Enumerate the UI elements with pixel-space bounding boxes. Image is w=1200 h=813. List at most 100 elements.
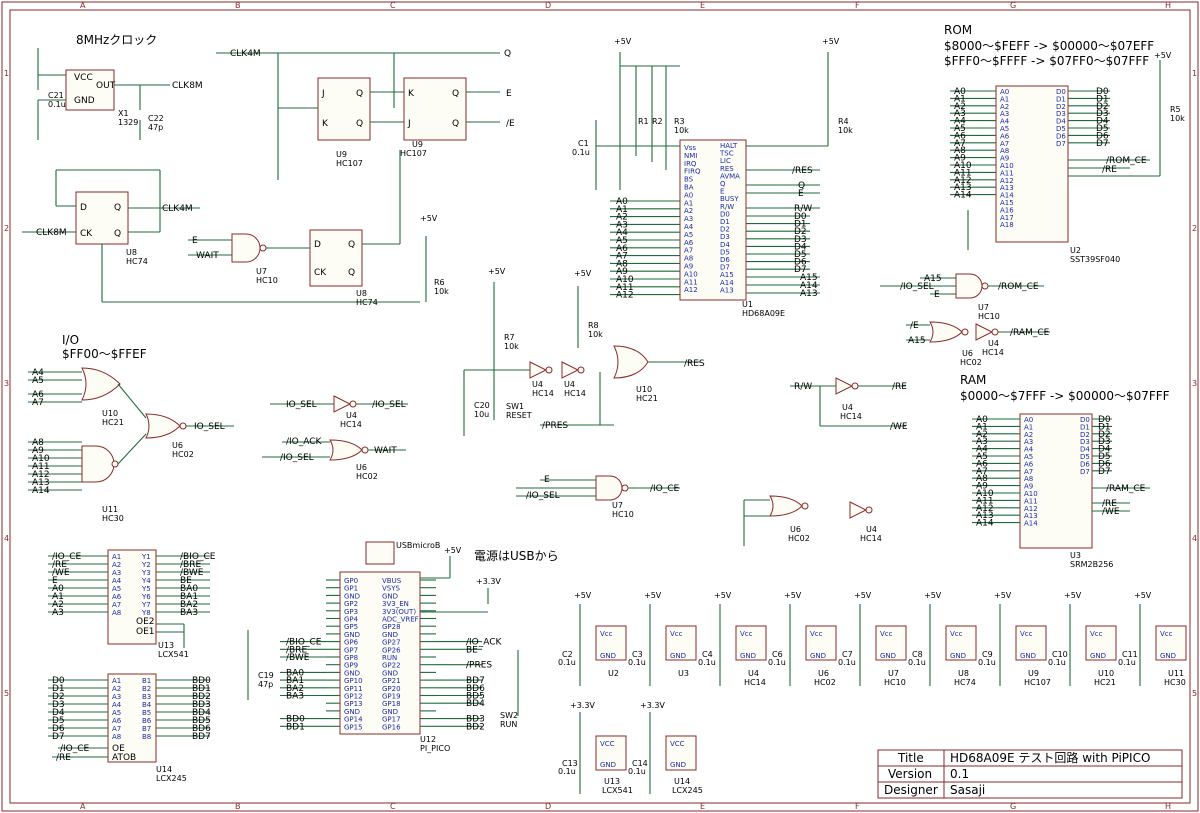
pico-net-l-13: BA1 (286, 676, 304, 686)
pico-pin-l-15: GP12 (344, 693, 363, 701)
net-res-cpu: /RES (792, 166, 813, 176)
svg-text:D: D (314, 240, 321, 250)
io-addr-A12: A12 (32, 470, 50, 480)
ram-addr-A5: A5 (976, 452, 988, 462)
rom-addr-A9: A9 (954, 154, 966, 164)
pico-pin-r-9: GP26 (382, 646, 401, 654)
r6-power: +5V (420, 214, 438, 223)
u13-pin-y3: Y3 (141, 569, 151, 577)
rom-data-D3: D3 (1096, 109, 1109, 119)
frame-col-bottom-G: G (1010, 802, 1016, 811)
cpu-pin-r-d0: D0 (720, 210, 730, 218)
net-wait-u7: WAIT (196, 251, 219, 261)
cpu-u1: HD68A09E U1 (679, 139, 785, 318)
svg-text:Q: Q (114, 203, 121, 213)
u13-out-3: BE (180, 576, 192, 586)
u10-and-gate-reset: U10 HC21 (613, 345, 658, 403)
dc-vcc-U11: Vcc (1160, 630, 1173, 638)
svg-text:U4: U4 (842, 403, 853, 412)
pico-net-labels: /BIO_CE/BRE/BWEBA0BA1BA2BA3BD0BD1/IO_ACK… (280, 638, 503, 732)
net-io-sel-b: /IO_SEL (372, 400, 406, 410)
u14-pin-a1: A1 (112, 677, 121, 685)
net-we-ram: /WE (1102, 507, 1120, 517)
dc-val-C4: 0.1u (698, 658, 716, 667)
cpu-pin-r-d5: D5 (720, 248, 730, 256)
c1-value: 0.1u (572, 148, 590, 157)
u13-pin-a5: A5 (112, 585, 121, 593)
r6-ref: R6 (434, 278, 445, 287)
cpu-pin-r-avma: AVMA (720, 172, 740, 180)
frame-row-4: 4 (4, 534, 9, 543)
dc-power-U10: +5V (1064, 591, 1082, 600)
u14-pin-a4: A4 (112, 701, 122, 709)
dc-vcc-U2: Vcc (600, 630, 613, 638)
io-addr-A7: A7 (32, 398, 44, 408)
cpu-power: +5V (614, 37, 632, 46)
pico-pin-l-6: GP5 (344, 623, 358, 631)
net-e-u7b: E (544, 475, 550, 485)
u13-pin-y8: Y8 (141, 609, 151, 617)
dc-cap-C6: C6 (772, 650, 783, 659)
rom-pin-d3: D3 (1056, 110, 1066, 118)
r6-value: 10k (434, 287, 449, 296)
ram-addr-A1: A1 (976, 422, 988, 432)
decoupling-capacitors: +5VVccGNDC20.1uU2+5VVccGNDC30.1uU3+5VVcc… (558, 591, 1187, 687)
dc-vcc-U10: Vcc (1090, 630, 1103, 638)
u14-in-D2: D2 (52, 692, 65, 702)
ram-pin-d1: D1 (1080, 423, 1090, 431)
net-io-ack-u6: /IO_ACK (286, 437, 323, 447)
svg-text:HC107: HC107 (336, 159, 363, 168)
u10-and-gate-io: U10 HC21 (81, 367, 124, 427)
svg-text:U10: U10 (636, 385, 652, 394)
svg-text:U7: U7 (256, 267, 267, 276)
dc-power-U2: +5V (574, 591, 592, 600)
rom-data-D7: D7 (1096, 139, 1109, 149)
ram-pin-a4: A4 (1024, 446, 1034, 454)
pico-pin-r-5: ADC_VREF (382, 616, 419, 624)
pico-pin-r-19: GP16 (382, 723, 401, 731)
cpu-pin-r-halt: HALT (720, 142, 738, 150)
pico-pin-r-11: GP22 (382, 662, 401, 670)
svg-text:HD68A09E: HD68A09E (742, 309, 785, 318)
sw1-ref: SW1 (506, 402, 524, 411)
pico-net-r-11: /PRES (466, 661, 492, 671)
sw1-value: RESET (506, 411, 532, 420)
c21-ref: C21 (48, 91, 64, 100)
svg-text:D: D (80, 203, 87, 213)
frame-col-A: A (80, 1, 86, 10)
svg-text:1329: 1329 (118, 118, 138, 127)
net-wait-u6: WAIT (374, 446, 397, 456)
dc-val-C7: 0.1u (838, 658, 856, 667)
dc-ref-U11: U11 (1168, 669, 1184, 678)
dc33-vcc-U14: VCC (670, 740, 685, 748)
sheet-inner-border (9, 9, 1191, 804)
net-rw-cpu: R/W (794, 204, 812, 214)
u13-pin-y4: Y4 (141, 577, 151, 585)
svg-text:USBmicroB: USBmicroB (396, 541, 440, 550)
u14-out-BD3: BD3 (192, 700, 211, 710)
rom-data-D6: D6 (1096, 131, 1109, 141)
svg-text:HC14: HC14 (840, 412, 862, 421)
ram-pin-d3: D3 (1080, 438, 1090, 446)
c19-ref: C19 (258, 671, 274, 680)
svg-text:U9: U9 (412, 140, 423, 149)
io-heading: I/O (62, 333, 79, 347)
ram-pin-a0: A0 (1024, 416, 1033, 424)
u14-pin-b7: B7 (142, 725, 151, 733)
rom-addr-A13: A13 (954, 183, 972, 193)
dc-gnd-U9: GND (1020, 652, 1036, 660)
cpu-pin-r-a13: A13 (720, 286, 734, 294)
svg-text:HC14: HC14 (340, 420, 362, 429)
pico-net-l-14: BA2 (286, 684, 304, 694)
frame-row-3: 3 (4, 379, 9, 388)
rom-addr-A3: A3 (954, 109, 966, 119)
dc-vcc-U8: Vcc (950, 630, 963, 638)
pico-pin-l-8: GP6 (344, 639, 359, 647)
svg-text:U1: U1 (742, 300, 753, 309)
svg-text:U13: U13 (158, 641, 174, 650)
ram-data-D0: D0 (1098, 415, 1111, 425)
rom-pin-a0: A0 (1000, 88, 1009, 96)
